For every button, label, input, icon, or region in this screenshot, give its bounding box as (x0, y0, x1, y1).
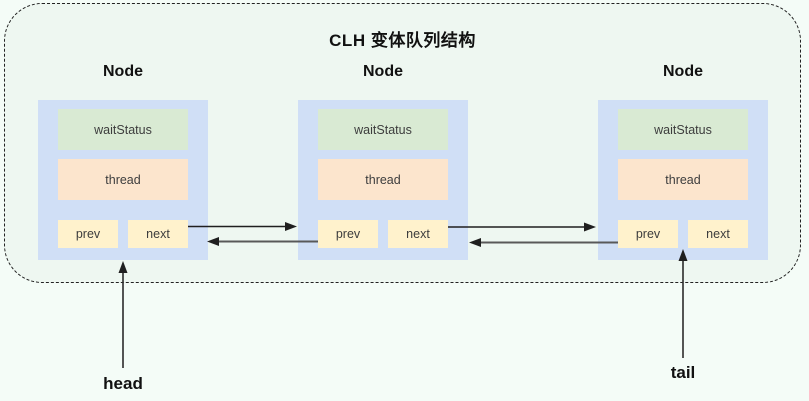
node-2: waitStatus thread prev next (298, 100, 468, 260)
thread-field: thread (58, 159, 188, 200)
node-2-title: Node (363, 63, 403, 80)
head-label: head (103, 374, 143, 393)
thread-field: thread (318, 159, 448, 200)
tail-label: tail (670, 363, 696, 382)
next-field: next (388, 220, 448, 248)
diagram-title: CLH 变体队列结构 (329, 31, 476, 50)
prev-field: prev (318, 220, 378, 248)
next-field: next (128, 220, 188, 248)
node-1: waitStatus thread prev next (38, 100, 208, 260)
wait-status-field: waitStatus (618, 109, 748, 150)
node-3: waitStatus thread prev next (598, 100, 768, 260)
node-1-title: Node (103, 63, 143, 80)
next-field: next (688, 220, 748, 248)
prev-field: prev (618, 220, 678, 248)
prev-field: prev (58, 220, 118, 248)
wait-status-field: waitStatus (58, 109, 188, 150)
wait-status-field: waitStatus (318, 109, 448, 150)
node-3-title: Node (663, 63, 703, 80)
thread-field: thread (618, 159, 748, 200)
